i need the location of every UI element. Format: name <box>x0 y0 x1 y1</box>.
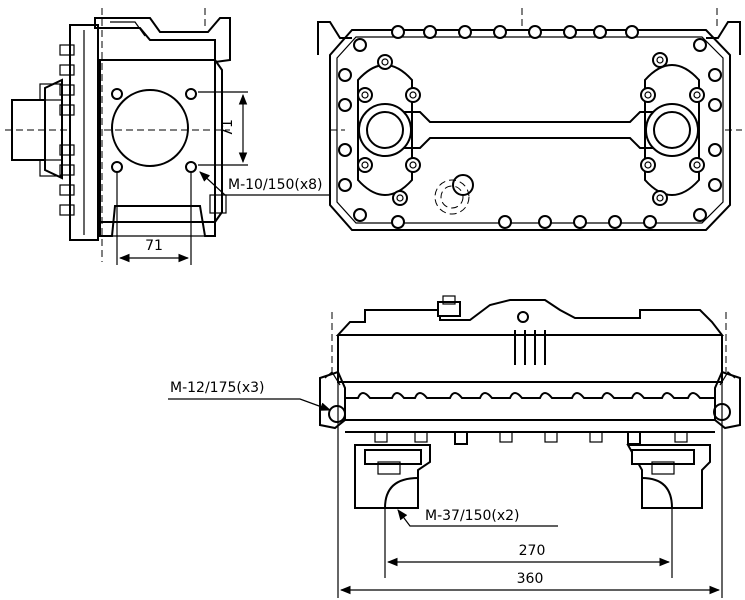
dim-inner-span: 270 <box>519 543 546 559</box>
side-view: 71 71 M-10/150(x8) <box>5 8 330 265</box>
front-view: 270 360 M-12/175(x3) M-37/150(x2) <box>168 295 741 598</box>
dim-side-vertical: 71 <box>220 119 236 137</box>
label-bolt-front: M-12/175(x3) <box>170 380 265 396</box>
top-view <box>317 8 742 231</box>
perimeter-bolts <box>338 25 722 229</box>
dim-overall-span: 360 <box>517 571 544 587</box>
dim-side-horizontal: 71 <box>145 238 163 254</box>
side-bolt-column <box>59 24 99 241</box>
label-bolt-side: M-10/150(x8) <box>228 177 323 193</box>
label-bolt-bottom: M-37/150(x2) <box>425 508 520 524</box>
